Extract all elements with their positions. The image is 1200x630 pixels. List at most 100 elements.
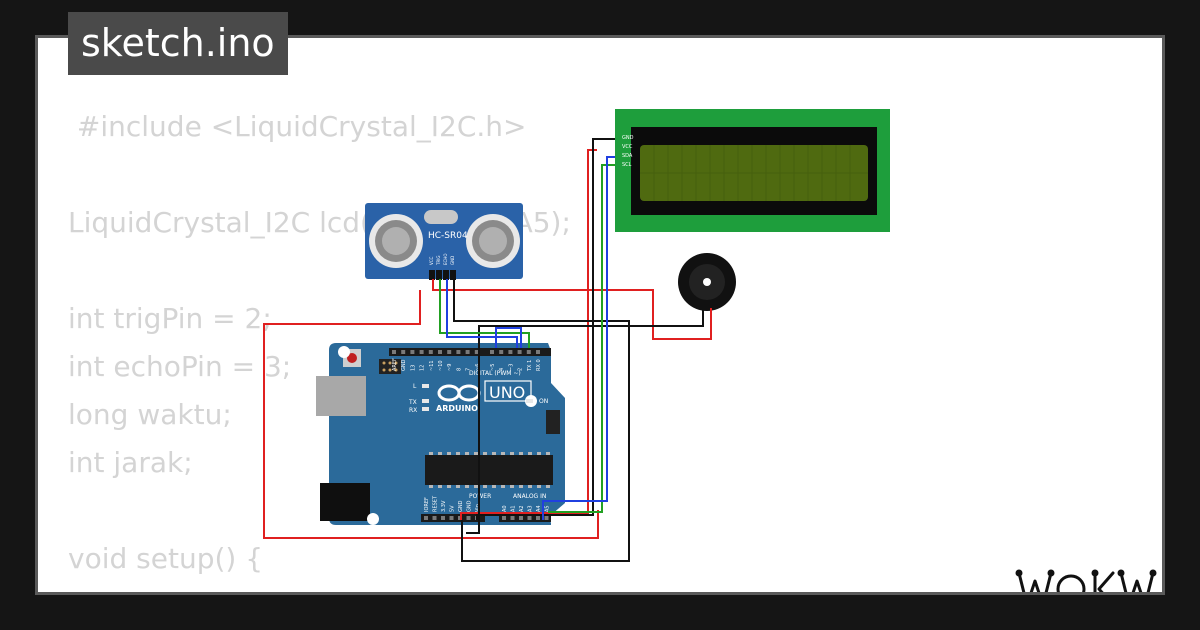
header-pin [432, 516, 437, 520]
header-pin [424, 516, 428, 520]
chip-leg [528, 452, 532, 455]
top-pin-label: 2 [518, 368, 524, 371]
chip-leg [537, 452, 541, 455]
header-pin [508, 350, 513, 354]
chip-leg [528, 485, 532, 488]
led-label-rx: RX [409, 407, 417, 414]
lcd-pin-scl: SCL [622, 162, 632, 168]
bottom-pin-label: A4 [536, 505, 542, 512]
header-pin [392, 350, 396, 354]
top-pin-label: AREF [392, 358, 398, 371]
header-pin [510, 516, 515, 520]
analog-label: ANALOG IN [513, 493, 546, 500]
chip-leg [438, 452, 442, 455]
header-pin [527, 516, 532, 520]
chip-leg [447, 452, 451, 455]
header-pin [401, 350, 406, 354]
header-pin [419, 350, 424, 354]
chip-leg [501, 452, 505, 455]
wire-black-lcd-gnd [476, 138, 615, 520]
header-pin [544, 516, 549, 520]
top-pin-label: 13 [410, 365, 416, 371]
bottom-pin-label: GND [458, 500, 464, 512]
lcd-pin-vcc: VCC [622, 144, 633, 150]
sensor-pin-echo: ECHO [443, 254, 448, 265]
code-line: #include <LiquidCrystal_I2C.h> [68, 110, 527, 143]
code-line: int echoPin = 3; [68, 350, 292, 383]
bottom-pin-label: RESET [433, 495, 439, 512]
code-line: pinMode(trigPin, OUTPUT); [68, 583, 571, 592]
wire-blue-echo [446, 279, 518, 348]
top-pin-label: ~9 [447, 364, 453, 371]
digital-label: DIGITAL (PWM ~) [469, 370, 521, 377]
header-pin [447, 350, 452, 354]
sensor-crystal [424, 210, 458, 224]
wire-green-trig [439, 279, 530, 348]
chip-leg [456, 485, 460, 488]
top-pin-label: TX 1 [527, 360, 533, 372]
header-pin [438, 350, 442, 354]
top-pin-label: ~6 [475, 364, 481, 371]
top-pin-label: GND [401, 359, 407, 371]
code-line: long waktu; [68, 398, 232, 431]
chip-leg [519, 485, 523, 488]
digital-header [389, 348, 551, 356]
chip-leg [483, 452, 487, 455]
led-label-tx: TX [408, 399, 417, 406]
bottom-pin-label: A3 [528, 505, 534, 512]
wire-black-buzzer-gnd [466, 308, 704, 534]
chip-leg [465, 485, 469, 488]
sensor-pin-gnd: GND [450, 256, 455, 265]
top-pin-label: ~5 [490, 364, 496, 371]
header-pin [517, 350, 522, 354]
wire-red-sensor-buzzer [432, 279, 712, 340]
analog-header [499, 514, 551, 522]
header-pin [536, 516, 540, 520]
chip-leg [465, 452, 469, 455]
chip-leg [537, 485, 541, 488]
chip-leg [429, 452, 433, 455]
on-label: ON [539, 398, 548, 405]
header-pin [474, 350, 479, 354]
bottom-pin-label: IOREF [424, 497, 430, 512]
board-brand: ARDUINO [436, 404, 478, 413]
header-pin [441, 516, 445, 520]
header-pin [449, 516, 454, 520]
bottom-pin-label: A5 [545, 505, 551, 512]
wire-blue-sda [542, 156, 615, 520]
usb-port [316, 376, 366, 416]
chip-leg [546, 485, 550, 488]
sensor-pin-trig: TRIG [436, 255, 441, 266]
board-model: UNO [489, 383, 525, 402]
chip-leg [510, 452, 514, 455]
lcd-pin-gnd: GND [622, 135, 634, 141]
led-label-l: L [413, 383, 417, 390]
chip-leg [519, 452, 523, 455]
chip-leg [429, 485, 433, 488]
top-pin-label: 4 [499, 368, 505, 371]
wire-red-sensor-5v [263, 290, 599, 539]
chip-leg [546, 452, 550, 455]
power-label: POWER [469, 493, 491, 500]
header-pin [466, 516, 471, 520]
header-pin [456, 350, 461, 354]
header-pin [499, 350, 504, 354]
wokwi-logo [1015, 569, 1157, 592]
bottom-pin-label: 3.3V [441, 500, 447, 512]
bottom-pin-label: A0 [502, 505, 508, 512]
bottom-pin-label: A2 [519, 505, 525, 512]
sensor-label: HC-SR04 [428, 231, 468, 241]
header-pin [428, 350, 433, 354]
bottom-pin-label: 5V [450, 505, 456, 512]
header-pin [536, 350, 540, 354]
chip-leg [447, 485, 451, 488]
header-pin [526, 350, 531, 354]
header-pin [410, 350, 415, 354]
arduino-logo: UNO ARDUINO [436, 380, 532, 413]
bottom-pin-label: A1 [511, 505, 517, 512]
chip-leg [474, 485, 478, 488]
code-line: void setup() { [68, 542, 264, 575]
chip-leg [438, 485, 442, 488]
bottom-pin-label: GND [467, 500, 473, 512]
